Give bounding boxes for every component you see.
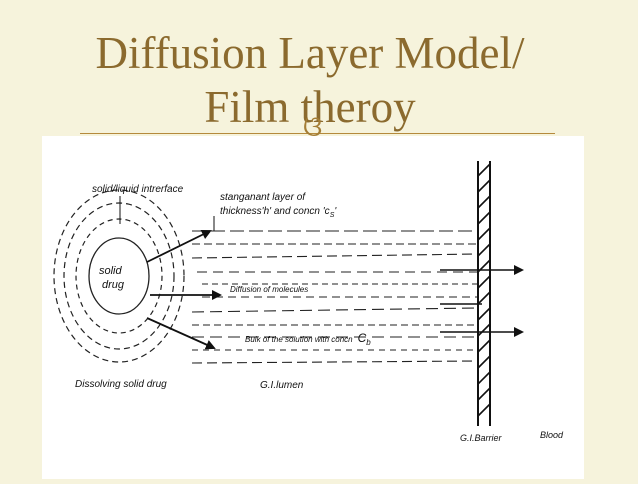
ornament-icon: ଓ — [303, 112, 323, 143]
interface-label: solid/liquid intrerface — [92, 184, 184, 195]
diffusion-layers — [53, 189, 185, 363]
solid-label: solid — [99, 265, 123, 277]
gi-barrier — [477, 161, 491, 426]
stagnant-layer-label-1: stanganant layer of — [220, 192, 306, 203]
gi-lumen-label: G.I.lumen — [260, 380, 304, 391]
dissolving-drug-label: Dissolving solid drug — [75, 379, 167, 390]
interface-ring — [75, 218, 163, 334]
gi-barrier-label: G.I.Barrier — [460, 433, 503, 443]
arrow-to-bulk — [146, 317, 216, 350]
stagnant-ring-outer — [53, 189, 185, 363]
diffusion-layer-diagram: solid drug solid/liquid intrerface stang… — [53, 161, 564, 443]
diffusion-arrows — [119, 196, 222, 350]
slide-title-line-2: Film theroy — [204, 82, 416, 132]
diagram-panel: solid drug solid/liquid intrerface stang… — [42, 136, 584, 479]
diffusion-label: Diffusion of molecules — [230, 285, 308, 294]
title-divider — [80, 133, 555, 134]
arrow-to-stagnant-layer — [146, 230, 212, 263]
slide-title-line-1: Diffusion Layer Model/ — [95, 28, 525, 78]
stagnant-layer-label-2: thickness'h' and concn 'cS' — [220, 206, 337, 219]
solid-drug-particle — [88, 237, 150, 315]
blood-label: Blood — [540, 430, 564, 440]
concentration-lines — [191, 230, 479, 364]
stagnant-ring-inner — [63, 202, 175, 350]
drug-label: drug — [102, 279, 125, 291]
